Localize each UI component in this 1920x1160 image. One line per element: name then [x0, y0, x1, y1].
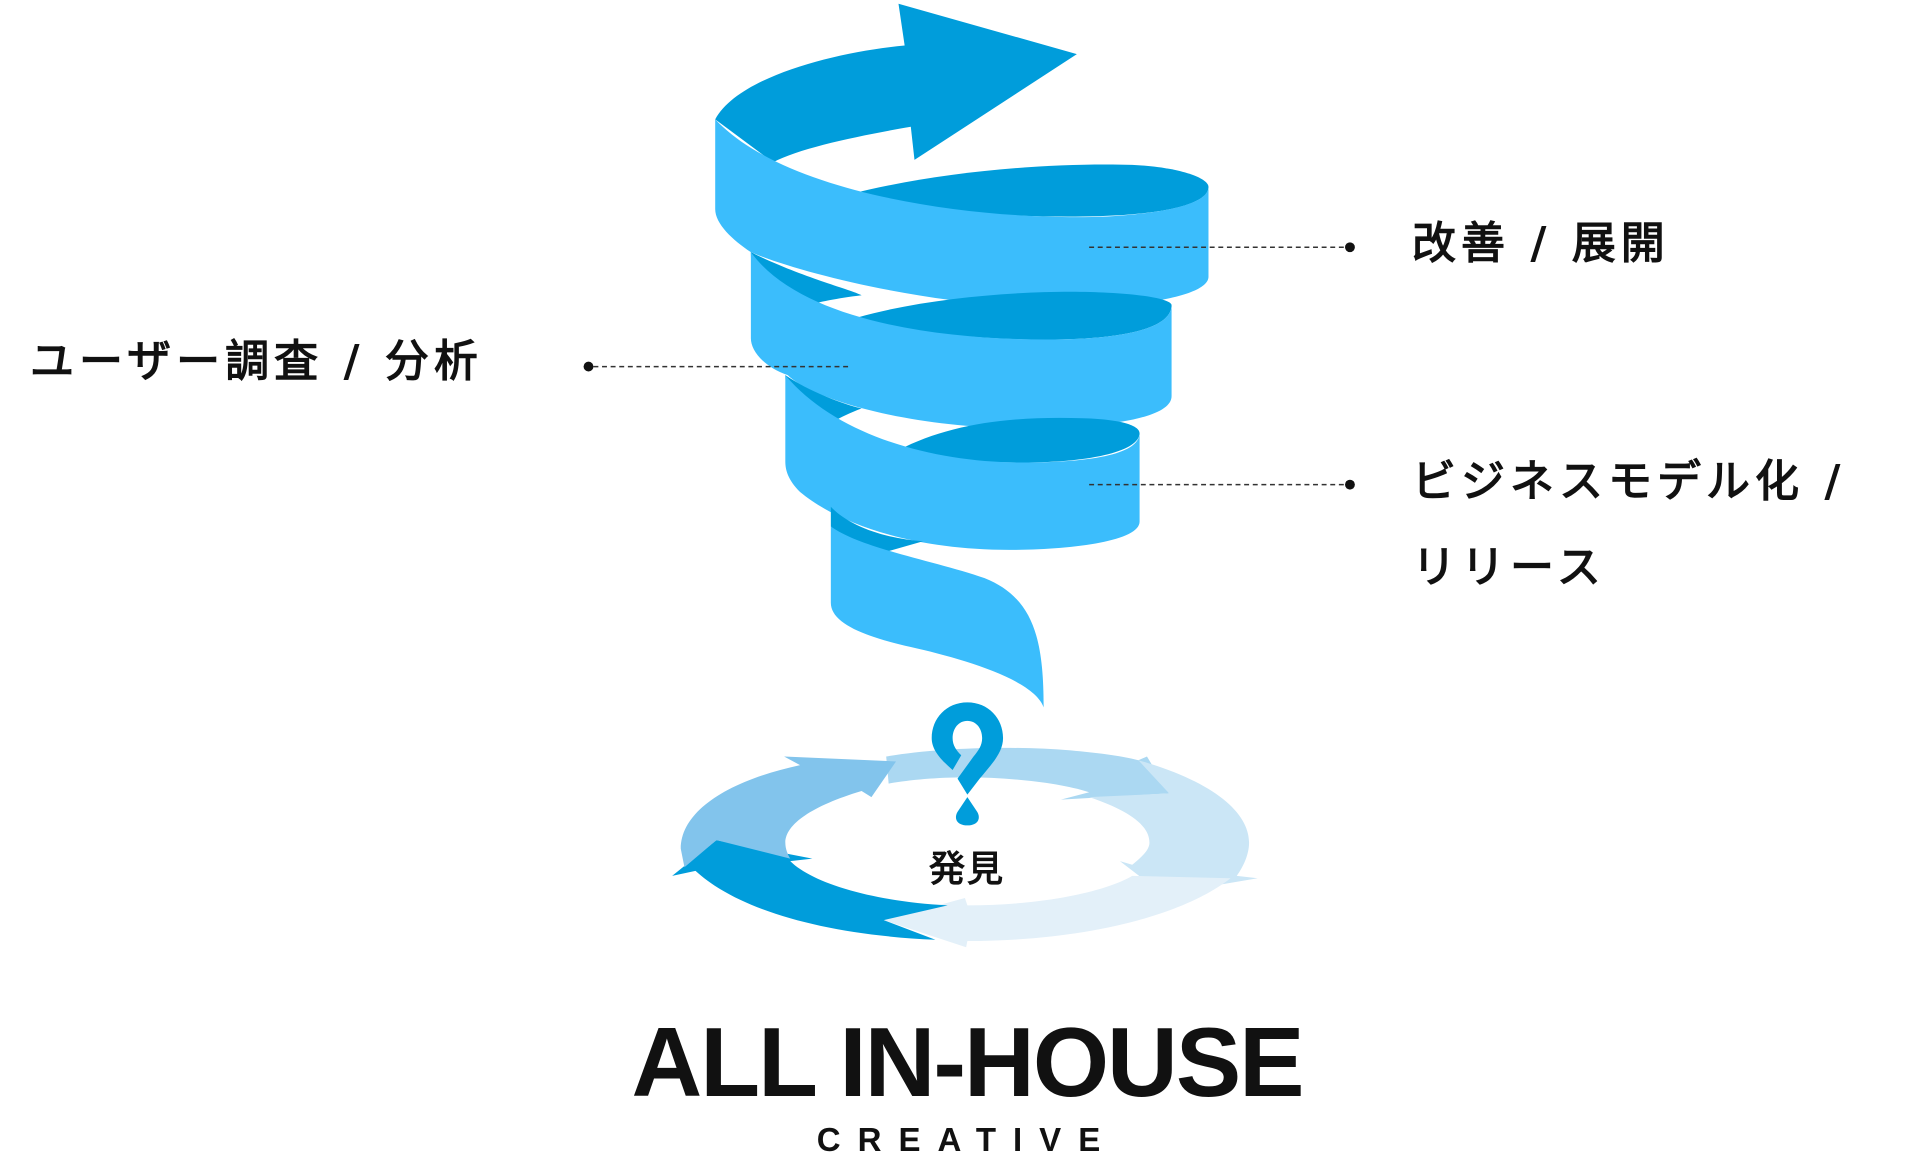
loop-segment-bottom-left: [672, 840, 948, 940]
label-discovery: 発見: [928, 849, 1005, 890]
leader-dot-left: [583, 361, 594, 372]
spiral-band-2-front: [750, 252, 1172, 429]
leader-dot-right-top: [1345, 242, 1355, 253]
label-improvement-expansion: 改善 / 展開: [1412, 218, 1670, 269]
top-arrow: [715, 3, 1077, 163]
loop-segment-right: [1089, 760, 1258, 895]
discovery-pin-icon: [931, 702, 1004, 826]
spiral-band-1-back: [849, 164, 1209, 217]
leader-dot-right-bottom: [1345, 479, 1355, 490]
label-business-model-line2: リリース: [1412, 542, 1606, 593]
spiral-tail-front: [830, 526, 1044, 708]
spiral-band-1-front: [715, 119, 1209, 308]
spiral-band-3-back: [785, 375, 1140, 463]
loop-segment-bottom-right: [883, 875, 1231, 948]
loop-segment-left: [680, 756, 897, 868]
spiral-tail-back: [830, 506, 924, 552]
loop-segment-top-right: [886, 747, 1170, 800]
logo-title: ALL IN-HOUSE: [631, 1007, 1304, 1117]
spiral-band-3-front: [785, 375, 1140, 550]
label-business-model-line1: ビジネスモデル化 /: [1412, 456, 1846, 507]
spiral-band-2-back: [750, 252, 1172, 340]
label-user-research-analysis: ユーザー調査 / 分析: [30, 336, 483, 387]
logo-subtitle: CREATIVE: [816, 1121, 1118, 1158]
